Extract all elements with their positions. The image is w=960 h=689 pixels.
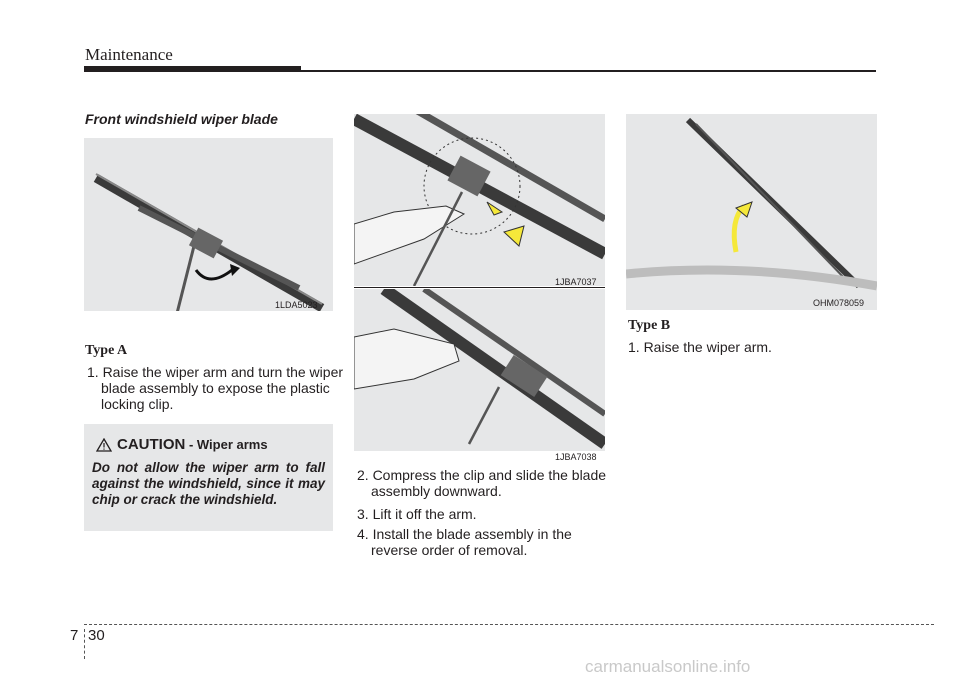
warning-triangle-icon bbox=[96, 438, 112, 452]
caution-box: CAUTION - Wiper arms Do not allow the wi… bbox=[84, 424, 333, 531]
figure-code: 1LDA5023 bbox=[275, 300, 318, 310]
figure-type-a-wiper bbox=[84, 138, 333, 311]
caution-body: Do not allow the wiper arm to fall again… bbox=[92, 460, 325, 507]
footer-divider bbox=[84, 629, 85, 659]
clip-compress-illustration bbox=[354, 114, 605, 286]
lift-off-arm-illustration bbox=[354, 289, 605, 449]
watermark: carmanualsonline.info bbox=[585, 657, 751, 676]
section-title: Maintenance bbox=[85, 45, 173, 64]
header-rule-thin bbox=[301, 70, 876, 72]
footer-rule bbox=[84, 624, 934, 625]
wiper-blade-illustration bbox=[93, 173, 325, 311]
figure-compress-clip bbox=[354, 114, 605, 286]
type-b-step-1: 1. Raise the wiper arm. bbox=[628, 339, 772, 355]
figure-divider-line bbox=[354, 287, 605, 288]
figure-code: 1JBA7037 bbox=[555, 277, 597, 287]
header-rule-thick bbox=[84, 66, 301, 72]
page-number: 30 bbox=[88, 627, 105, 644]
figure-code: 1JBA7038 bbox=[555, 452, 597, 462]
figure-type-b-raise-arm bbox=[626, 114, 877, 310]
raise-arm-illustration bbox=[626, 117, 877, 291]
figure-code: OHM078059 bbox=[813, 298, 865, 308]
type-b-label: Type B bbox=[628, 318, 671, 333]
type-a-step-1: 1. Raise the wiper arm and turn the wipe… bbox=[87, 364, 344, 412]
step-2: 2. Compress the clip and slide the blade… bbox=[357, 467, 607, 499]
step-3: 3. Lift it off the arm. bbox=[357, 506, 477, 522]
caution-subtitle: - Wiper arms bbox=[185, 437, 268, 452]
step-4: 4. Install the blade assembly in the rev… bbox=[357, 526, 572, 558]
caution-title: CAUTION bbox=[117, 436, 186, 453]
subsection-heading: Front windshield wiper blade bbox=[85, 111, 278, 127]
chapter-number: 7 bbox=[70, 627, 79, 644]
type-a-label: Type A bbox=[85, 343, 128, 358]
figure-lift-off-arm bbox=[354, 289, 605, 451]
